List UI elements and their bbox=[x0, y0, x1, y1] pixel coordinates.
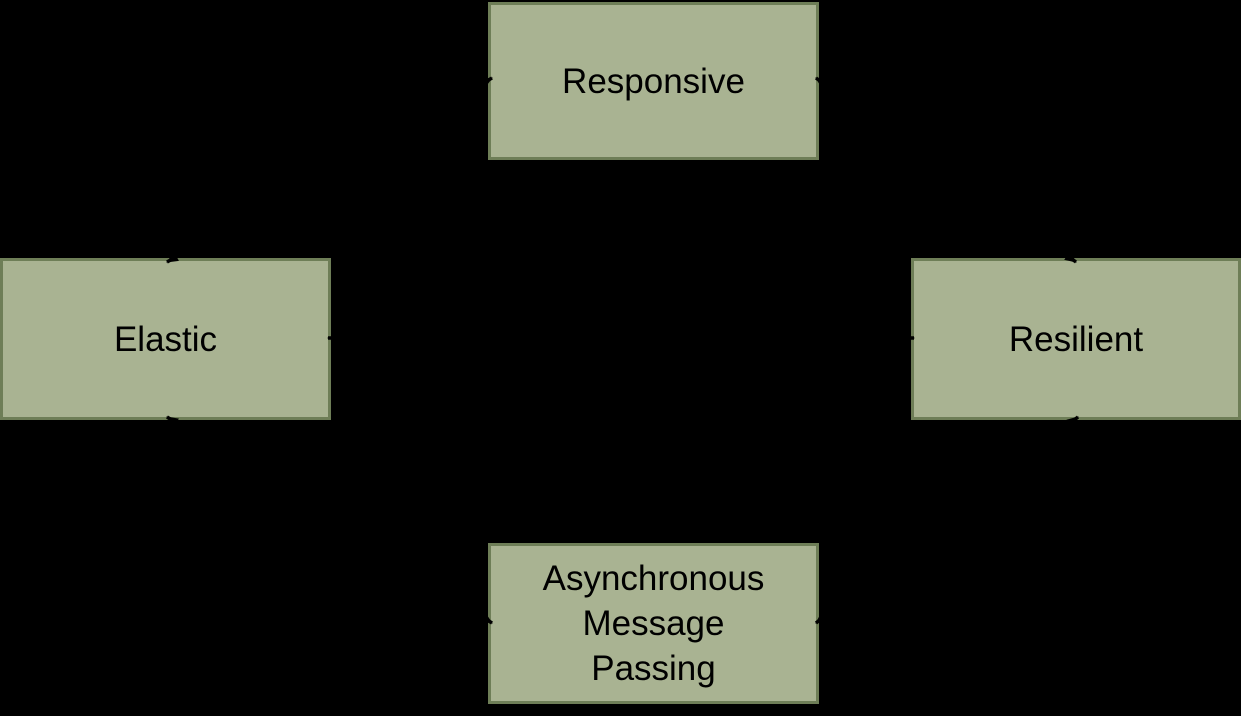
node-resilient: Resilient bbox=[911, 258, 1241, 420]
edge-resilient-to-responsive bbox=[814, 76, 1078, 264]
async-label-line-2: Message bbox=[582, 604, 725, 643]
node-resilient-label: Resilient bbox=[1008, 319, 1144, 359]
node-async-message-passing: Asynchronous Message Passing bbox=[488, 543, 819, 704]
node-responsive-label: Responsive bbox=[562, 61, 745, 101]
edge-elastic-to-async bbox=[166, 415, 493, 625]
node-elastic: Elastic bbox=[0, 258, 331, 420]
edge-elastic-to-responsive bbox=[166, 76, 493, 264]
async-label-line-3: Passing bbox=[591, 649, 716, 688]
node-elastic-label: Elastic bbox=[113, 319, 218, 359]
async-label-line-1: Asynchronous bbox=[542, 559, 765, 598]
node-async-message-passing-label: Asynchronous Message Passing bbox=[543, 556, 765, 691]
node-responsive: Responsive bbox=[488, 2, 819, 160]
edge-resilient-to-async bbox=[814, 415, 1080, 625]
